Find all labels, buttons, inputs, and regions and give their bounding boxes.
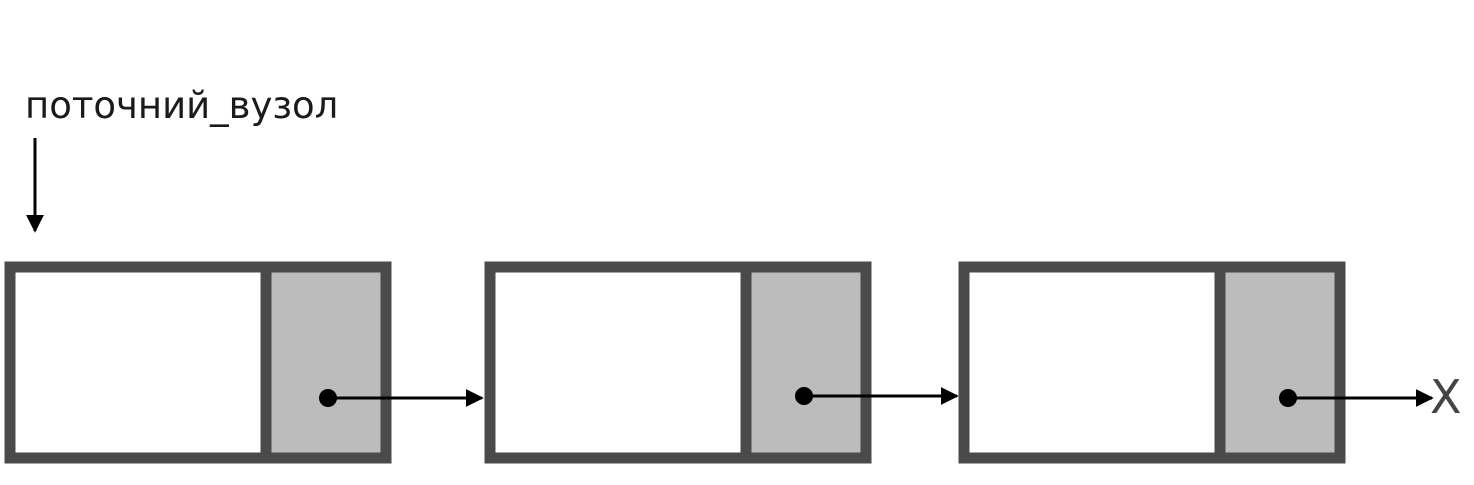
- list-node-2: [484, 261, 872, 464]
- list-node-3: [958, 261, 1346, 464]
- node-3-data-cell: [958, 261, 1226, 464]
- node-2-data-cell: [484, 261, 752, 464]
- node-3-next-cell: [1214, 261, 1346, 464]
- current-node-label: поточний_вузол: [25, 84, 338, 127]
- node-1-next-cell: [260, 261, 392, 464]
- node-2-next-cell: [740, 261, 872, 464]
- list-node-1: [4, 261, 392, 464]
- node-1-data-cell: [4, 261, 272, 464]
- null-terminator-label: X: [1430, 370, 1462, 424]
